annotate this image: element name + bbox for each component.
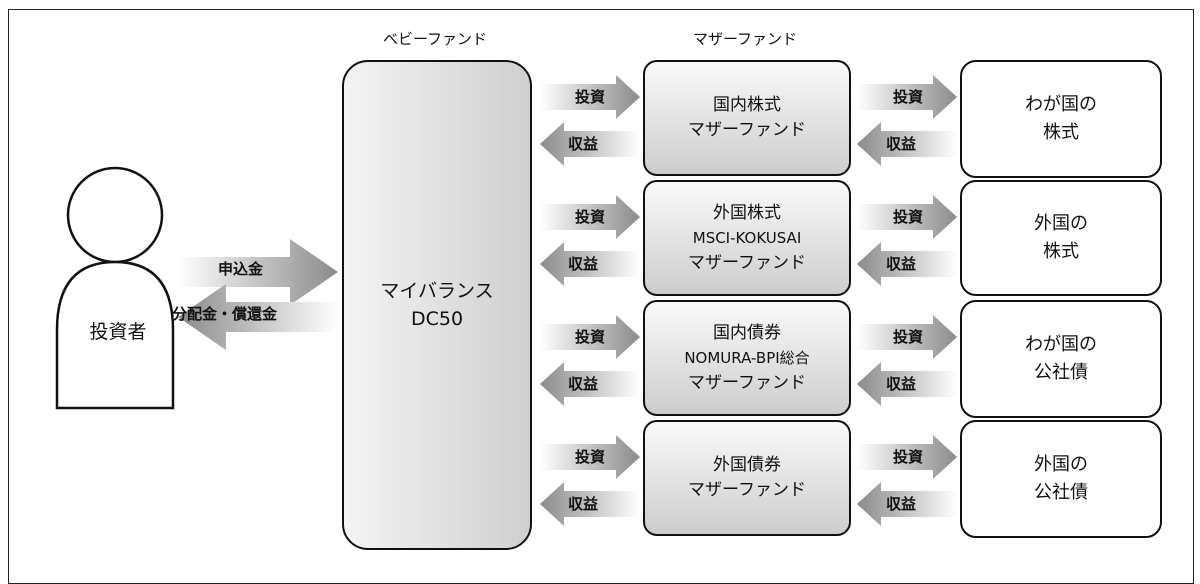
asset-box: わが国の 株式 [960, 60, 1162, 178]
invest-label: 投資 [575, 448, 606, 466]
profit-label: 収益 [886, 135, 917, 153]
profit-label: 収益 [886, 255, 917, 273]
subscription-arrow [178, 239, 338, 305]
profit-arrow [540, 122, 640, 166]
baby-fund-code: DC50 [410, 308, 464, 330]
invest-arrow [540, 435, 640, 479]
invest-label: 投資 [575, 88, 606, 106]
profit-label: 収益 [568, 135, 599, 153]
investor-figure [55, 166, 175, 410]
asset-line: 株式 [1043, 241, 1079, 262]
profit-label: 収益 [886, 375, 917, 393]
distribution-label: 分配金・償還金 [172, 305, 278, 323]
mother-fund-line: 外国債券 [713, 455, 781, 475]
mother-fund-line: 外国株式 [713, 202, 781, 223]
profit-arrow [857, 242, 957, 286]
profit-label: 収益 [568, 495, 599, 513]
invest-label: 投資 [893, 208, 924, 226]
profit-label: 収益 [568, 375, 599, 393]
subscription-label: 申込金 [218, 260, 264, 278]
profit-arrow [857, 482, 957, 526]
baby-fund-heading: ベビーファンド [382, 30, 488, 48]
investor-label: 投資者 [89, 321, 147, 343]
mother-fund-line: マザーファンド [688, 252, 806, 273]
baby-fund-box: マイバランス DC50 [342, 60, 532, 550]
profit-arrow [857, 122, 957, 166]
mother-fund-line: 国内株式 [713, 95, 781, 115]
invest-label: 投資 [575, 208, 606, 226]
asset-box: 外国の 株式 [960, 180, 1162, 296]
profit-arrow [540, 362, 640, 406]
asset-line: 外国の [1034, 454, 1088, 475]
mother-fund-line: NOMURA-BPI総合 [684, 348, 810, 367]
invest-label: 投資 [893, 328, 924, 346]
mother-fund-line: マザーファンド [688, 480, 806, 500]
asset-line: 公社債 [1034, 362, 1088, 383]
mother-fund-box: 外国株式 MSCI-KOKUSAI マザーファンド [643, 180, 851, 296]
invest-arrow [540, 195, 640, 239]
asset-line: 外国の [1034, 213, 1088, 234]
invest-arrow [857, 195, 957, 239]
asset-line: 公社債 [1034, 482, 1088, 503]
asset-line: わが国の [1025, 334, 1097, 355]
mother-fund-line: マザーファンド [688, 120, 806, 140]
profit-arrow [857, 362, 957, 406]
asset-box: わが国の 公社債 [960, 300, 1162, 418]
mother-fund-box: 国内株式 マザーファンド [643, 60, 851, 176]
invest-label: 投資 [893, 448, 924, 466]
asset-line: 株式 [1043, 122, 1079, 143]
invest-label: 投資 [575, 328, 606, 346]
invest-arrow [540, 75, 640, 119]
mother-fund-box: 外国債券 マザーファンド [643, 420, 851, 536]
distribution-arrow [178, 284, 338, 350]
mother-fund-heading: マザーファンド [692, 30, 798, 48]
baby-fund-name: マイバランス [380, 280, 494, 302]
asset-line: わが国の [1025, 94, 1097, 115]
invest-arrow [857, 315, 957, 359]
invest-arrow [857, 75, 957, 119]
profit-label: 収益 [568, 255, 599, 273]
asset-box: 外国の 公社債 [960, 420, 1162, 538]
profit-arrow [540, 242, 640, 286]
mother-fund-box: 国内債券 NOMURA-BPI総合 マザーファンド [643, 300, 851, 416]
diagram-arrows [55, 75, 957, 526]
profit-arrow [540, 482, 640, 526]
invest-label: 投資 [893, 88, 924, 106]
profit-label: 収益 [886, 495, 917, 513]
mother-fund-line: マザーファンド [688, 372, 806, 393]
invest-arrow [857, 435, 957, 479]
mother-fund-line: MSCI-KOKUSAI [692, 228, 802, 247]
mother-fund-line: 国内債券 [713, 322, 781, 343]
invest-arrow [540, 315, 640, 359]
